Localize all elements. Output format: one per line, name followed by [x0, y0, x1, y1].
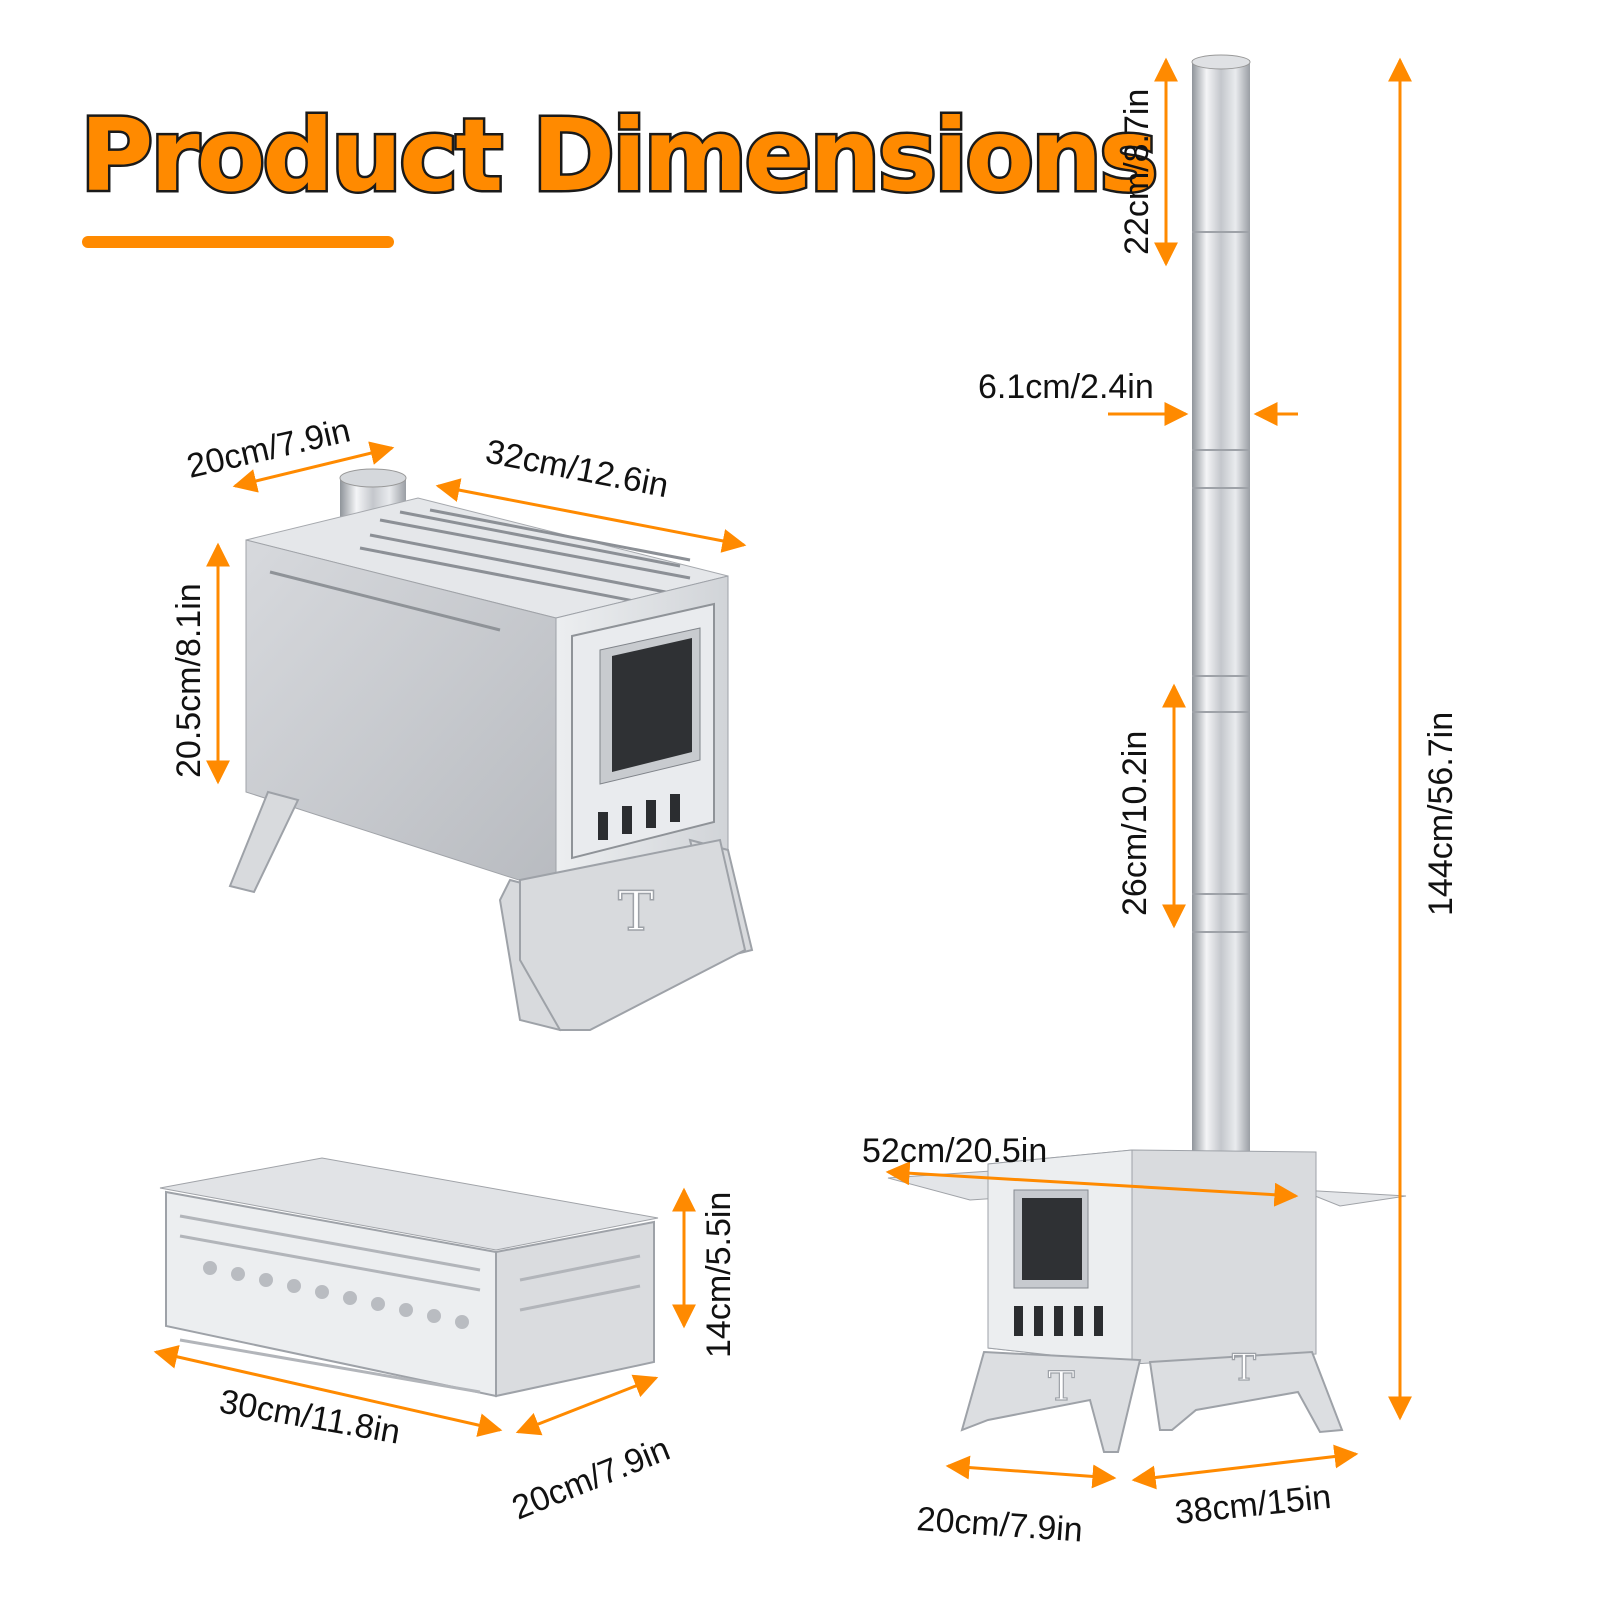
- pipe-mid-section-label: 26cm/10.2in: [1116, 731, 1154, 916]
- leg-logo-letter: T: [618, 880, 654, 943]
- pipe-joints: [1192, 231, 1250, 933]
- title-underline: [82, 236, 394, 248]
- firebox-length-arrow: [153, 1345, 503, 1437]
- side-depth-arrow: [1131, 1444, 1359, 1490]
- chimney-stub-top: [339, 468, 407, 488]
- assembled-leg-logo-side: T: [1232, 1348, 1256, 1389]
- firebox-short-side: [495, 1220, 655, 1398]
- shelf-width-label: 52cm/20.5in: [862, 1132, 1047, 1170]
- chimney-pipe: [1192, 60, 1250, 1158]
- stove-length-arrow: [435, 478, 747, 553]
- firebox-holes: [203, 1261, 469, 1329]
- firebox-top-rim: [159, 1157, 659, 1251]
- assembled-door-vents: [1014, 1306, 1103, 1336]
- stove-depth-arrow: [232, 441, 395, 493]
- side-handle-rail: [269, 570, 501, 632]
- assembled-leg-logo: T: [1048, 1364, 1075, 1410]
- right-side-shelf: [1299, 1189, 1407, 1207]
- side-depth-label: 38cm/15in: [1173, 1478, 1333, 1532]
- assembled-stove-legs: [960, 1350, 1344, 1453]
- title-block: Product Dimensions: [78, 95, 1161, 248]
- stove-legs: [228, 790, 754, 1032]
- pipe-top-section-label: 22cm/8.7in: [1118, 89, 1156, 255]
- door-window-glass: [612, 638, 692, 772]
- firebox-height-label: 14cm/5.5in: [700, 1192, 738, 1358]
- stove-height-label: 20.5cm/8.1in: [170, 583, 208, 778]
- firebox-length-label: 30cm/11.8in: [217, 1382, 404, 1451]
- assembled-dimensions: 22cm/8.7in 6.1cm/2.4in 26cm/10.2in 144cm…: [862, 57, 1460, 1550]
- stove-illustration: T: [228, 468, 754, 1032]
- assembled-window-glass: [1022, 1198, 1082, 1280]
- front-width-label: 20cm/7.9in: [915, 1500, 1084, 1550]
- stove-depth-label: 20cm/7.9in: [183, 411, 354, 485]
- page-title: Product Dimensions: [80, 97, 1156, 214]
- firebox-width-arrow: [515, 1374, 659, 1436]
- door-vents: [598, 794, 680, 840]
- total-height-label: 144cm/56.7in: [1422, 712, 1460, 916]
- front-width-arrow: [945, 1455, 1117, 1489]
- stove-length-label: 32cm/12.6in: [482, 433, 671, 506]
- firebox-illustration: [159, 1157, 659, 1398]
- shelf-width-arrow: [885, 1161, 1299, 1207]
- chimney-pipe-top: [1191, 54, 1251, 70]
- pipe-diameter-label: 6.1cm/2.4in: [978, 368, 1154, 406]
- firebox-width-label: 20cm/7.9in: [507, 1430, 675, 1528]
